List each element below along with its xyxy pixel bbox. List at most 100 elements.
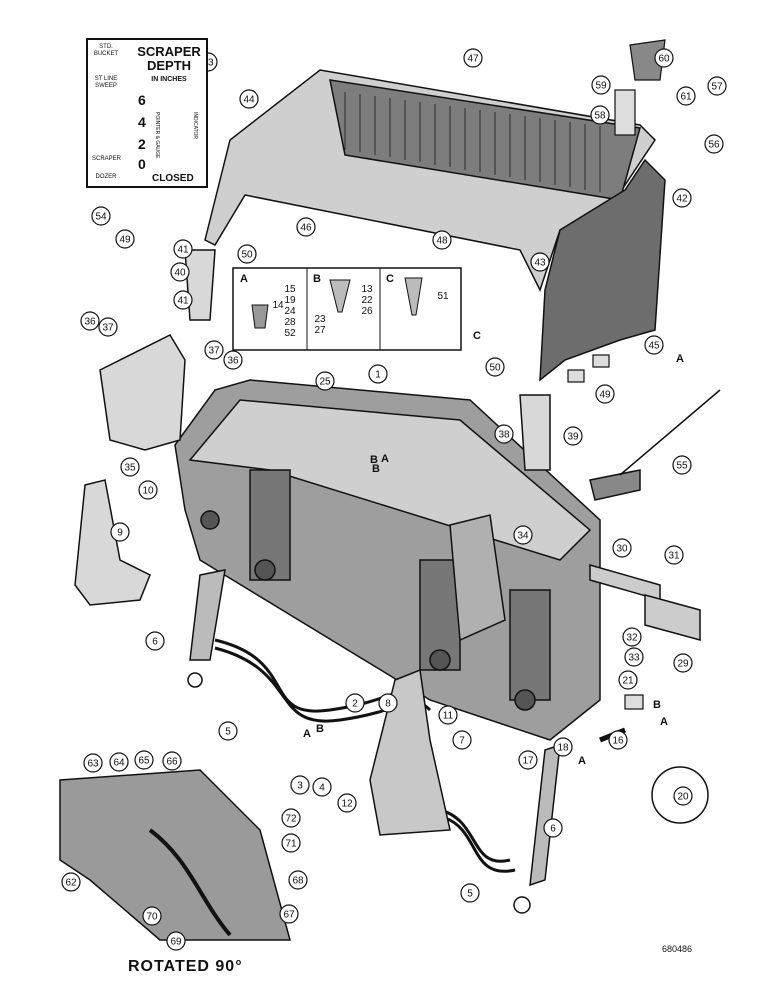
callout-10: 10 (138, 480, 158, 500)
decal-title: SCRAPER DEPTH (132, 45, 206, 73)
inset-part-number: 27 (314, 325, 326, 336)
strip-st-line-sweep: ST LINE SWEEP (94, 76, 118, 89)
callout-circle (438, 705, 458, 725)
callout-68: 68 (288, 870, 308, 890)
callout-circle (368, 364, 388, 384)
inset-part-number: 23 (314, 314, 326, 325)
letter-label-A: A (660, 716, 668, 728)
callout-circle (460, 883, 480, 903)
callout-number: 41 (177, 296, 189, 307)
callout-21: 21 (618, 670, 638, 690)
callout-number: 3 (297, 781, 303, 792)
callout-number: 60 (658, 54, 670, 65)
callout-number: 30 (616, 544, 628, 555)
callout-circle (591, 75, 611, 95)
callout-number: 1 (375, 370, 381, 381)
callout-circle (290, 775, 310, 795)
callout-number: 42 (676, 194, 688, 205)
callout-circle (80, 311, 100, 331)
callout-circle (530, 252, 550, 272)
callout-circle (513, 525, 533, 545)
callout-number: 2 (352, 699, 358, 710)
callout-number: 67 (283, 910, 295, 921)
callout-number: 7 (459, 736, 465, 747)
callout-circle (312, 777, 332, 797)
callout-number: 72 (285, 814, 297, 825)
callout-circle (672, 188, 692, 208)
inset-col-a: A (240, 273, 248, 285)
callout-circle (115, 229, 135, 249)
callout-circle (673, 653, 693, 673)
strip-scraper: SCRAPER (92, 156, 122, 162)
callout-49: 49 (115, 229, 135, 249)
callout-number: 8 (385, 699, 391, 710)
callout-circle (61, 872, 81, 892)
callout-circle (173, 290, 193, 310)
callout-64: 64 (109, 752, 129, 772)
callout-58: 58 (590, 105, 610, 125)
callout-5: 5 (218, 721, 238, 741)
callout-circle (595, 384, 615, 404)
decal-subtitle: IN INCHES (151, 76, 187, 83)
callout-number: 54 (95, 212, 107, 223)
callout-number: 47 (467, 54, 479, 65)
callout-circle (378, 693, 398, 713)
rotated-inset (59, 769, 291, 941)
callout-4: 4 (312, 777, 332, 797)
callout-circle (624, 647, 644, 667)
callout-number: 48 (436, 236, 448, 247)
callout-number: 59 (595, 81, 607, 92)
callout-number: 29 (677, 659, 689, 670)
callout-41: 41 (173, 239, 193, 259)
letter-label-A: A (381, 453, 389, 465)
callout-44: 44 (239, 89, 259, 109)
callout-circle (288, 870, 308, 890)
callout-61: 61 (676, 86, 696, 106)
letter-label-A: A (676, 353, 684, 365)
callout-31: 31 (664, 545, 684, 565)
side-plates (74, 249, 551, 606)
callout-54: 54 (91, 206, 111, 226)
callout-38: 38 (494, 424, 514, 444)
callout-40: 40 (170, 262, 190, 282)
callout-37: 37 (98, 317, 118, 337)
callout-number: 32 (626, 633, 638, 644)
callout-48: 48 (432, 230, 452, 250)
callout-72: 72 (281, 808, 301, 828)
callout-circle (452, 730, 472, 750)
scraper-depth-decal: STD. BUCKET ST LINE SWEEP SCRAPER DOZER … (86, 38, 208, 188)
depth-4: 4 (138, 114, 146, 130)
letter-label-B: B (316, 723, 324, 735)
reference-number: 680486 (662, 944, 693, 954)
callout-circle (166, 931, 186, 951)
callout-number: 71 (285, 839, 297, 850)
callout-number: 20 (677, 792, 689, 803)
callout-number: 45 (648, 341, 660, 352)
callout-6: 6 (145, 631, 165, 651)
callout-number: 11 (443, 711, 454, 722)
callout-circle (134, 750, 154, 770)
callout-circle (91, 206, 111, 226)
callout-2: 2 (345, 693, 365, 713)
callout-number: 50 (489, 363, 501, 374)
callout-circle (553, 737, 573, 757)
callout-59: 59 (591, 75, 611, 95)
callout-36: 36 (223, 350, 243, 370)
callout-circle (432, 230, 452, 250)
strip-dozer: DOZER (95, 174, 117, 180)
callout-number: 57 (711, 82, 723, 93)
callout-41: 41 (173, 290, 193, 310)
callout-circle (218, 721, 238, 741)
callout-number: 56 (708, 140, 720, 151)
callout-9: 9 (110, 522, 130, 542)
callout-circle (612, 538, 632, 558)
callout-circle (109, 752, 129, 772)
callout-34: 34 (513, 525, 533, 545)
callout-12: 12 (337, 793, 357, 813)
letter-label-A: A (303, 728, 311, 740)
callout-30: 30 (612, 538, 632, 558)
callout-66: 66 (162, 751, 182, 771)
callout-50: 50 (485, 357, 505, 377)
